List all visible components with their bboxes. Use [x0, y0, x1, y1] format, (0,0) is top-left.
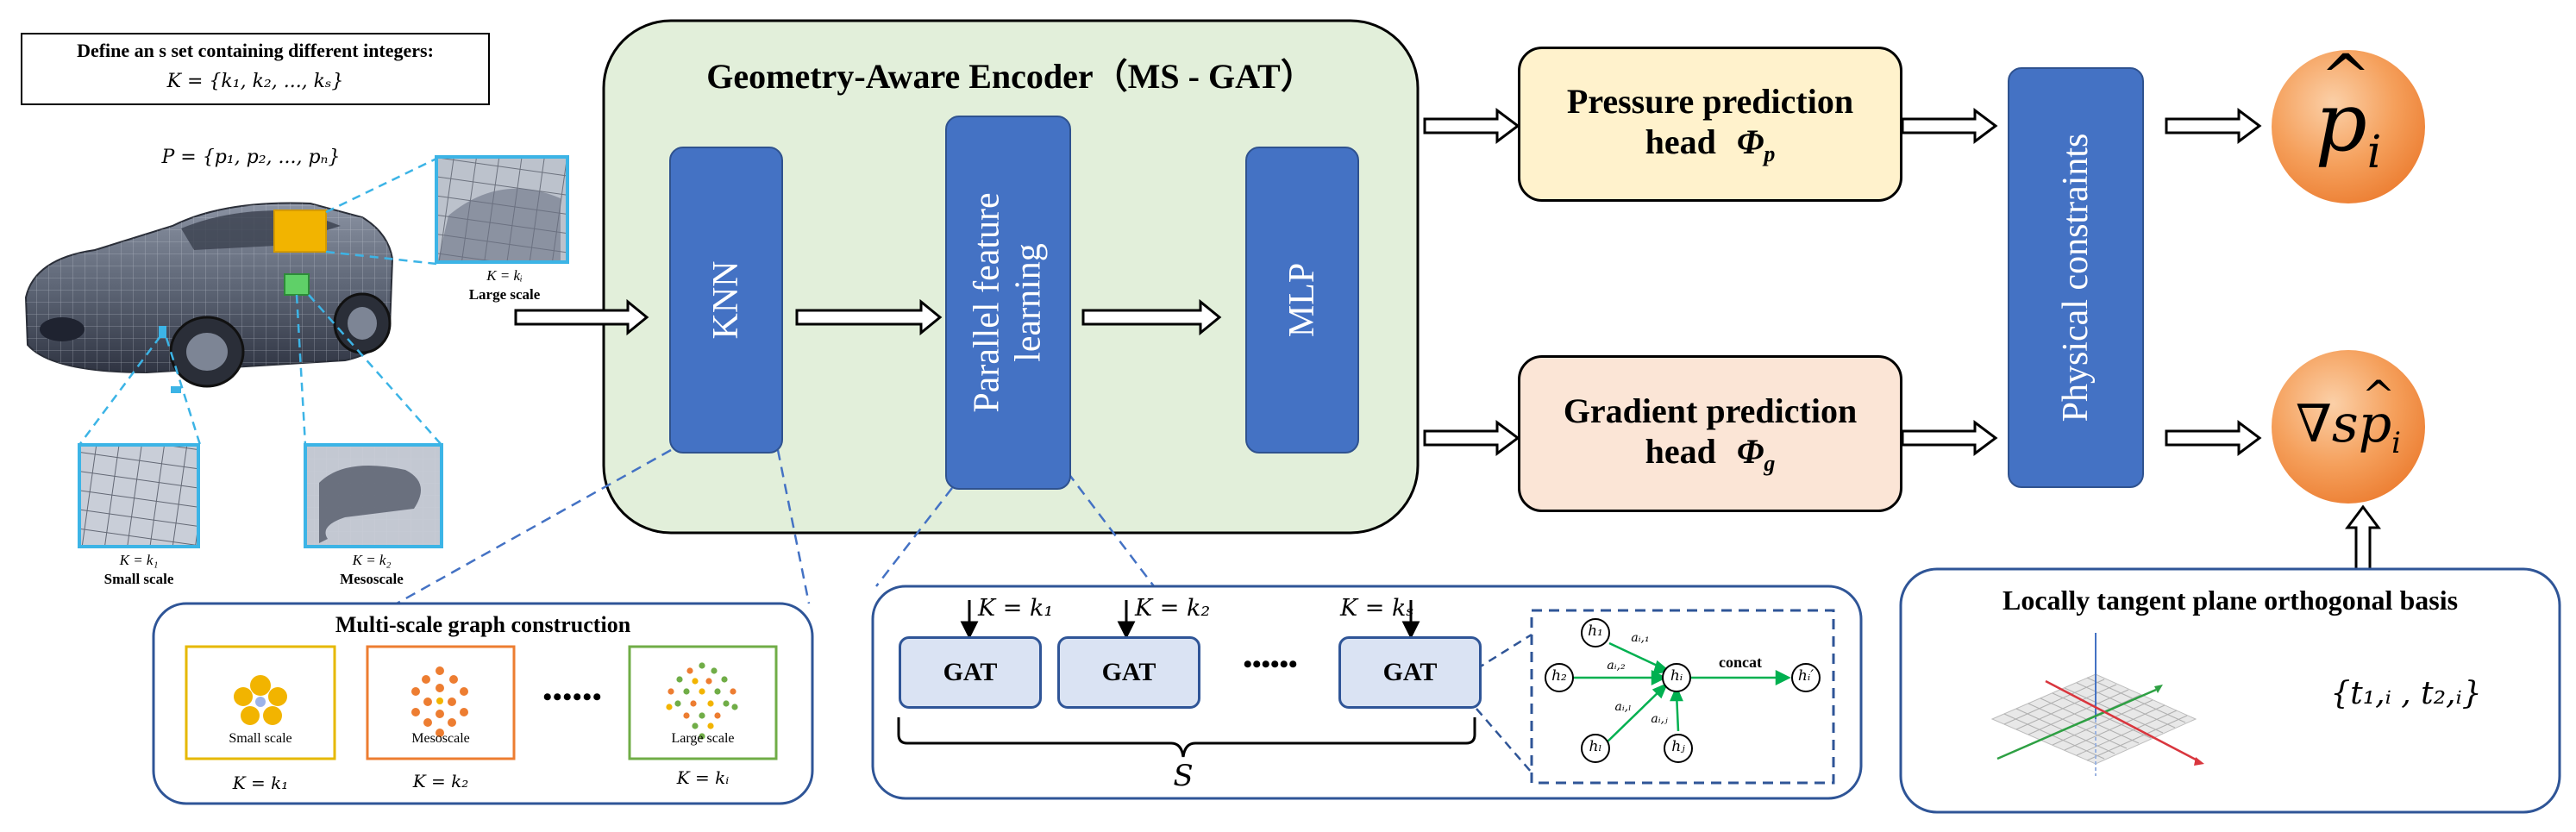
gat-ellipsis: ••••••	[1243, 650, 1298, 679]
large-scale-label: Large scale	[468, 286, 541, 303]
encoder-title: Geometry-Aware Encoder（MS - GAT）	[706, 57, 1315, 96]
edge-a-ij: aᵢ,ⱼ	[1651, 712, 1668, 726]
arrow-encoder-to-gradient	[1423, 420, 1520, 456]
pressure-head-symbol: Φ	[1736, 122, 1764, 161]
gradient-output-ball: ∇sp^ i	[2272, 350, 2425, 504]
multiscale-meso-k: K = k₂	[412, 771, 469, 791]
arrow-physical-to-pressure-output	[2165, 108, 2262, 144]
large-scale-cluster	[666, 662, 738, 740]
arrow-encoder-to-pressure	[1423, 108, 1520, 144]
s-brace-label: S	[1173, 759, 1194, 793]
multiscale-small-k: K = k₁	[232, 773, 289, 793]
arrow-pressure-to-physical	[1901, 108, 1998, 144]
gat-block-s: GAT	[1338, 636, 1482, 709]
mesoscale-box-label: Mesoscale	[411, 731, 470, 746]
gat-ks-label: K = kₛ	[1340, 595, 1414, 622]
physical-constraints-block: Physical constraints	[2008, 67, 2144, 488]
gradient-head-box: Gradient prediction head Φg	[1518, 355, 1902, 512]
define-set-box: Define an s set containing different int…	[21, 33, 490, 105]
node-hi: hᵢ	[1670, 667, 1683, 685]
gat-block-1: GAT	[899, 636, 1042, 709]
gat-k2-label: K = k₂	[1135, 595, 1211, 622]
parallel-feature-block: Parallel feature learning	[945, 116, 1071, 490]
gradient-head-line2: head Φg	[1645, 431, 1776, 477]
define-set-text: Define an s set containing different int…	[77, 40, 434, 61]
pressure-output-ball: p^ i	[2272, 41, 2425, 203]
small-scale-box-label: Small scale	[229, 731, 292, 746]
hat-icon: ^	[2361, 371, 2396, 418]
knn-block: KNN	[669, 147, 783, 454]
small-scale-k: K = k₁	[119, 552, 159, 568]
gradient-output-symbol: p	[2358, 393, 2392, 454]
mlp-block: MLP	[1245, 147, 1359, 454]
small-scale-inset	[78, 443, 200, 548]
large-scale-inset	[435, 155, 569, 264]
multiscale-large-k: K = kᵢ	[676, 767, 730, 788]
concat-label: concat	[1719, 654, 1762, 671]
large-scale-k: K = kᵢ	[486, 267, 523, 284]
node-h1: h₁	[1588, 622, 1603, 640]
node-hi-prime: hᵢ′	[1797, 667, 1814, 685]
arrow-physical-to-gradient-output	[2165, 420, 2262, 456]
tangent-panel	[1899, 567, 2561, 814]
gradient-output-prefix: ∇s	[2296, 393, 2359, 454]
pressure-head-word: head	[1645, 122, 1716, 161]
hat-icon: ^	[2320, 41, 2372, 112]
gradient-head-word: head	[1645, 432, 1716, 471]
pressure-head-sub: p	[1764, 141, 1776, 166]
gradient-output-label: ∇sp^ i	[2272, 350, 2425, 504]
small-scale-label: Small scale	[103, 571, 174, 587]
car-mesh-image	[24, 202, 394, 393]
gradient-head-sub: g	[1764, 451, 1776, 476]
parallel-feature-line1: Parallel feature	[967, 192, 1007, 413]
parallel-feature-label: Parallel feature learning	[967, 192, 1050, 412]
mesoscale-k: K = k₂	[352, 552, 392, 568]
gat-k1-label: K = k₁	[978, 595, 1054, 622]
define-set-formula: K = {k₁, k₂, ..., kₛ}	[166, 71, 344, 92]
edge-a-il: aᵢ,ₗ	[1614, 700, 1632, 714]
pressure-output-sub: i	[2366, 126, 2382, 178]
mesoscale-inset	[304, 443, 443, 548]
arrow-tangent-to-gradient-output	[2345, 504, 2381, 571]
edge-a-i1: aᵢ,₁	[1631, 631, 1650, 645]
arrow-knn-to-parallel	[795, 298, 943, 336]
parallel-feature-line2: learning	[1009, 243, 1049, 362]
pressure-head-box: Pressure prediction head Φp	[1518, 47, 1902, 202]
gradient-output-sub: i	[2391, 425, 2401, 460]
tangent-plane-grid	[1990, 633, 2204, 776]
multiscale-title: Multi-scale graph construction	[335, 612, 631, 637]
point-set-formula: P = {p₁, p₂, ..., pₙ}	[161, 147, 341, 168]
pressure-output-label: p^ i	[2272, 41, 2425, 203]
mlp-label: MLP	[1282, 262, 1322, 338]
tangent-basis-formula: {t₁,ᵢ , t₂,ᵢ}	[2330, 676, 2482, 711]
pressure-head-line1: Pressure prediction	[1566, 82, 1854, 121]
edge-a-i2: aᵢ,₂	[1607, 659, 1626, 672]
arrow-car-to-knn	[514, 298, 649, 336]
node-hj: hⱼ	[1671, 738, 1685, 755]
mesoscale-label: Mesoscale	[340, 571, 404, 587]
mesoscale-cluster	[411, 666, 468, 737]
physical-constraints-label: Physical constraints	[2055, 133, 2096, 422]
small-scale-cluster	[234, 675, 287, 725]
gradient-head-line1: Gradient prediction	[1563, 391, 1858, 430]
large-scale-box-label: Large scale	[671, 731, 735, 746]
multiscale-ellipsis: ••••••	[542, 683, 603, 711]
knn-label: KNN	[705, 260, 746, 340]
arrow-parallel-to-mlp	[1081, 298, 1222, 336]
gradient-head-symbol: Φ	[1736, 432, 1764, 471]
node-hl: hₗ	[1589, 738, 1602, 755]
tangent-title: Locally tangent plane orthogonal basis	[2002, 585, 2459, 616]
s-brace	[897, 717, 1476, 758]
pressure-output-symbol: p	[2315, 75, 2367, 170]
arrow-gradient-to-physical	[1901, 420, 1998, 456]
pressure-head-line2: head Φp	[1645, 122, 1776, 167]
node-h2: h₂	[1551, 667, 1567, 685]
gat-block-2: GAT	[1057, 636, 1200, 709]
